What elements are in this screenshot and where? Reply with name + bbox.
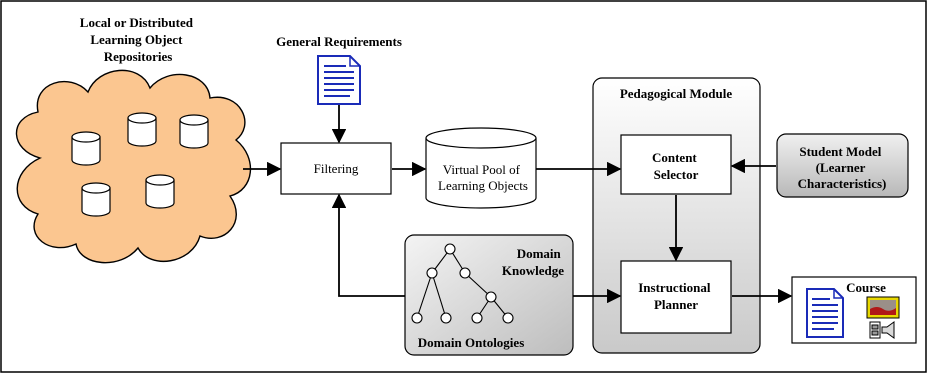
database-cylinder-icon <box>179 114 209 149</box>
student-model-label: Student Model (Learner Characteristics) <box>798 144 887 191</box>
database-cylinder-icon <box>71 131 101 166</box>
repositories-cloud <box>15 69 252 264</box>
repositories-label-line: Repositories <box>104 49 173 64</box>
database-cylinder-icon <box>145 174 175 209</box>
video-icon <box>869 321 895 339</box>
repositories-label: Local or Distributed Learning Object Rep… <box>80 15 196 64</box>
domain-knowledge-label-line: Domain <box>517 246 562 261</box>
domain-knowledge-label: Domain Knowledge <box>502 246 564 278</box>
content-selector-label-line: Selector <box>654 167 699 182</box>
repositories-label-line: Local or Distributed <box>80 15 194 30</box>
general-requirements-label: General Requirements <box>276 34 402 49</box>
virtual-pool-label-line: Virtual Pool of <box>443 162 521 177</box>
instructional-planner-label-line: Planner <box>654 297 698 312</box>
pedagogical-module-title: Pedagogical Module <box>620 86 733 101</box>
document-icon <box>806 288 844 338</box>
connector-arrows <box>243 105 793 304</box>
domain-knowledge-label-line: Knowledge <box>502 263 564 278</box>
content-selector-label-line: Content <box>652 150 697 165</box>
database-cylinder-icon <box>127 112 157 147</box>
database-cylinder-icon <box>81 182 111 217</box>
repository-database-icons <box>71 112 209 217</box>
instructional-planner-label-line: Instructional <box>638 280 711 295</box>
arrow-domain-to-filtering <box>331 193 405 297</box>
student-model-label-line: (Learner <box>816 160 866 175</box>
student-model-label-line: Characteristics) <box>798 176 887 191</box>
student-model-box <box>776 133 909 198</box>
filtering-label: Filtering <box>314 161 359 176</box>
virtual-pool-cylinder <box>425 127 537 209</box>
domain-ontologies-label: Domain Ontologies <box>418 335 525 350</box>
tree-graph-icon <box>411 243 514 324</box>
course-label: Course <box>846 280 886 295</box>
repositories-label-line: Learning Object <box>90 32 183 47</box>
image-icon <box>866 296 900 319</box>
student-model-label-line: Student Model <box>799 144 881 159</box>
virtual-pool-label: Virtual Pool of Learning Objects <box>438 162 528 193</box>
document-icon <box>317 55 361 105</box>
instructional-planner-label: Instructional Planner <box>638 280 713 312</box>
content-selector-label: Content Selector <box>652 150 700 182</box>
virtual-pool-label-line: Learning Objects <box>438 178 528 193</box>
